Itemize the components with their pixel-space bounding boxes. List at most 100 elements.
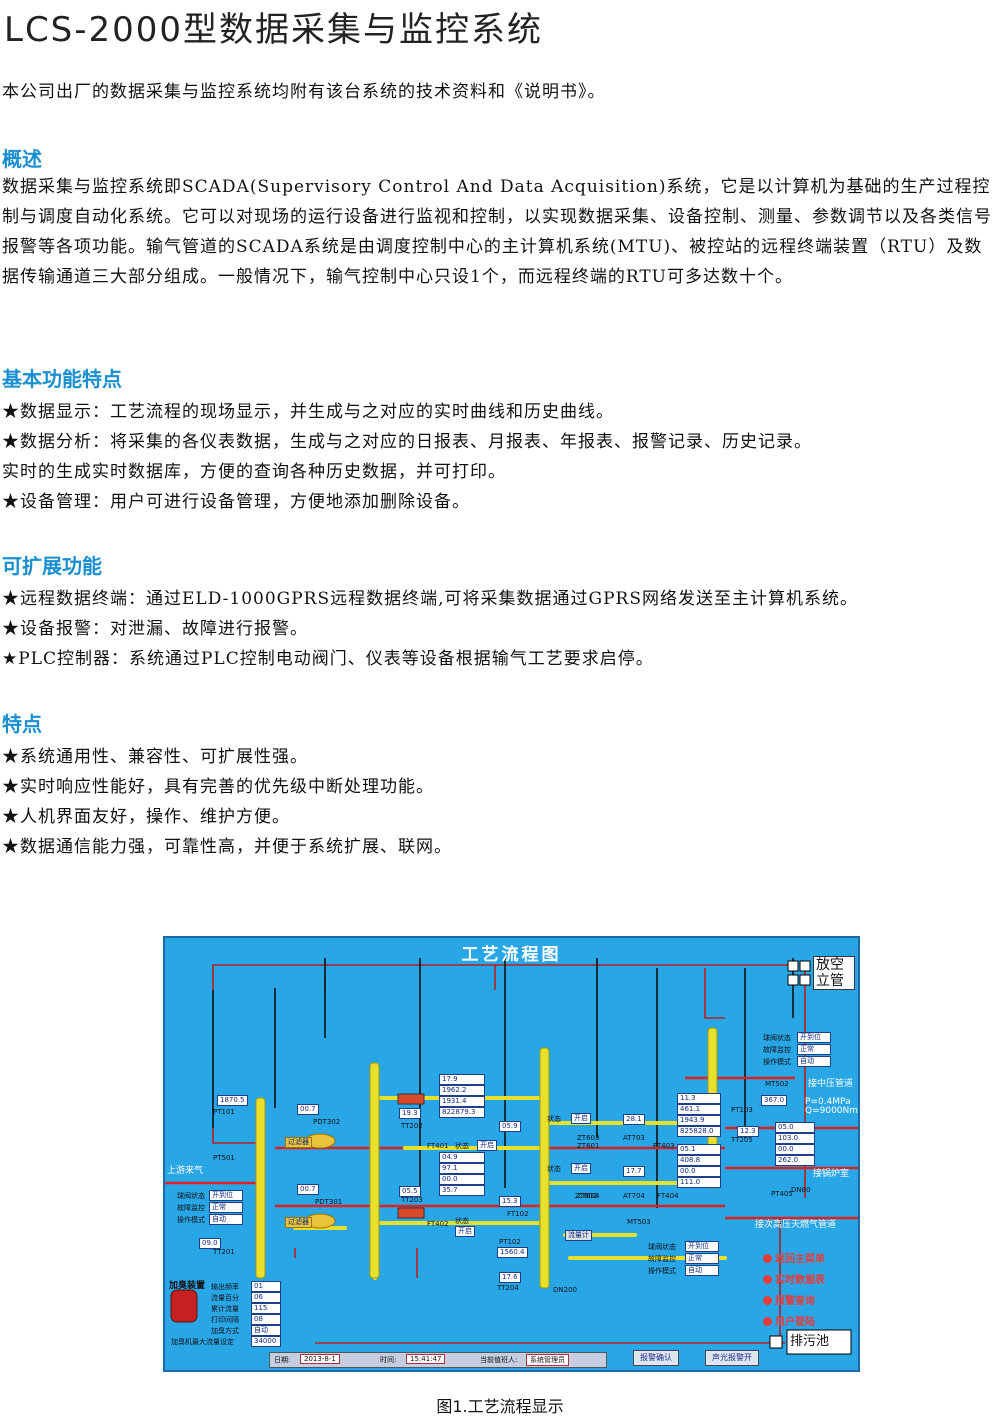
pt101-value: 1870.5: [217, 1095, 248, 1106]
page-title: LCS-2000型数据采集与监控系统: [4, 10, 544, 50]
to-hp-gas-label: 接次高压天燃气管道: [755, 1220, 837, 1230]
open-button[interactable]: 开启: [571, 1163, 591, 1174]
menu-alarm-query[interactable]: 报警查询: [763, 1292, 815, 1307]
extended-feature-item: ★远程数据终端：通过ELD-1000GPRS远程数据终端,可将采集数据通过GPR…: [2, 589, 858, 609]
operator-label: 当前值班人:: [480, 1356, 518, 1364]
basic-feature-item: ★数据显示：工艺流程的现场显示，并生成与之对应的实时曲线和历史曲线。: [2, 402, 614, 422]
meter-value: 408.8: [677, 1155, 721, 1166]
menu-realtime-data[interactable]: 实时数据表: [763, 1271, 825, 1286]
odor-param-label: 打印间隔: [211, 1316, 239, 1324]
flow-value: 17.9: [439, 1074, 485, 1085]
menu-bullet-icon: [763, 1296, 772, 1305]
instrument-tag: PT103: [731, 1106, 753, 1114]
ball-valve-value: 开到位: [209, 1190, 243, 1201]
open-button[interactable]: 开启: [477, 1140, 497, 1151]
filter-2-label: 过滤器: [285, 1217, 312, 1228]
boiler-value: 262.0: [775, 1155, 815, 1166]
overview-heading: 概述: [2, 147, 42, 171]
basic-feature-item: ★设备管理：用户可进行设备管理，方便地添加删除设备。: [2, 492, 470, 512]
instrument-tag: FT404: [657, 1192, 679, 1200]
odor-param-value: 01: [251, 1281, 281, 1292]
menu-user-login[interactable]: 用户登陆: [763, 1313, 815, 1328]
flow-value: 97.1: [439, 1163, 485, 1174]
ball-valve-label: 球阀状态: [763, 1034, 791, 1042]
instrument-tag: TT203: [401, 1196, 423, 1204]
status-bar: 日期: 2013-8-1 时间: 15:41:47 当前值班人: 系统管理员: [269, 1352, 607, 1368]
fault-label: 故障监控: [763, 1046, 791, 1054]
odor-param-label: 流量百分: [211, 1294, 239, 1302]
ball-valve-label: 球阀状态: [177, 1192, 205, 1200]
odor-param-label: 加臭方式: [211, 1327, 239, 1335]
menu-return-main[interactable]: 返回主菜单: [763, 1250, 825, 1265]
flow-value: 04.9: [439, 1152, 485, 1163]
instrument-tag: FT402: [427, 1220, 449, 1228]
odor-param-label: 输出频率: [211, 1283, 239, 1291]
instrument-tag: TT202: [401, 1122, 423, 1130]
instrument-tag: ZT601: [577, 1142, 600, 1150]
fault-label: 故障监控: [177, 1204, 205, 1212]
instrument-tag: AT704: [623, 1192, 645, 1200]
ball-valve-value: 开到位: [797, 1032, 831, 1043]
meter-value: 825828.0: [677, 1126, 721, 1137]
flow-value: 822879.3: [439, 1107, 485, 1118]
instrument-tag: PT405: [771, 1190, 793, 1198]
meter-value: 00.0: [677, 1166, 721, 1177]
flow-value: 15.3: [499, 1196, 521, 1207]
pt103-value: 367.0: [761, 1095, 788, 1106]
mode-label: 操作模式: [177, 1216, 205, 1224]
meter-value: 05.1: [677, 1144, 721, 1155]
odor-param-value: 08: [251, 1314, 281, 1325]
instrument-tag: PT501: [213, 1154, 235, 1162]
instrument-tag: PT101: [213, 1108, 235, 1116]
pdt302-value: 00.7: [297, 1104, 319, 1115]
figure-title: 工艺流程图: [461, 945, 562, 965]
odor-param-label: 累计流量: [211, 1305, 239, 1313]
state-label: 状态: [547, 1115, 561, 1123]
characteristic-item: ★实时响应性能好，具有完善的优先级中断处理功能。: [2, 777, 434, 797]
pressure-spec: P=0.4MPa: [805, 1097, 851, 1107]
open-button[interactable]: 开启: [455, 1226, 475, 1237]
time-value: 15:41:47: [406, 1354, 446, 1364]
instrument-tag: ZT602: [575, 1192, 598, 1200]
at704-value: 17.7: [623, 1166, 645, 1177]
pdt301-value: 00.7: [297, 1184, 319, 1195]
ball-valve-label: 球阀状态: [648, 1243, 676, 1251]
flow-spec: Q=9000Nm³/h: [805, 1106, 859, 1116]
fault-value: 正常: [209, 1202, 243, 1213]
sewage-pit-label: 排污池: [790, 1334, 830, 1349]
instrument-tag: PDT301: [315, 1198, 343, 1206]
characteristic-item: ★人机界面友好，操作、维护方便。: [2, 807, 290, 827]
meter-value: 1943.9: [677, 1115, 721, 1126]
state-label: 状态: [455, 1142, 469, 1150]
mode-value: 自动: [685, 1265, 719, 1276]
state-label: 状态: [547, 1165, 561, 1173]
at703-value: 28.1: [623, 1114, 645, 1125]
tt204-value: 17.6: [499, 1272, 521, 1283]
tt202-value: 19.3: [399, 1108, 421, 1119]
fault-label: 故障监控: [648, 1255, 676, 1263]
flow-value: 35.7: [439, 1185, 485, 1196]
open-button[interactable]: 开启: [571, 1113, 591, 1124]
filter-1-label: 过滤器: [285, 1137, 312, 1148]
instrument-tag: FT102: [507, 1210, 529, 1218]
mode-value: 自动: [209, 1214, 243, 1225]
instrument-tag: FT403: [653, 1142, 675, 1150]
menu-bullet-icon: [763, 1275, 772, 1284]
menu-bullet-icon: [763, 1317, 772, 1326]
odor-param-label: 加臭机最大流量设定: [171, 1338, 234, 1346]
boiler-value: 00.0: [775, 1144, 815, 1155]
extended-feature-item: ★设备报警：对泄漏、故障进行报警。: [2, 619, 308, 639]
tt203-value: 05.5: [399, 1186, 421, 1197]
date-label: 日期:: [274, 1356, 291, 1364]
tt201-value: 09.0: [199, 1238, 221, 1249]
time-label: 时间:: [380, 1356, 397, 1364]
instrument-tag: PDT302: [313, 1118, 341, 1126]
instrument-tag: DN200: [553, 1286, 577, 1294]
extended-feature-item: ★PLC控制器：系统通过PLC控制电动阀门、仪表等设备根据输气工艺要求启停。: [2, 649, 654, 669]
instrument-tag: ZT603: [577, 1134, 600, 1142]
instrument-tag: TT205: [731, 1136, 753, 1144]
characteristics-heading: 特点: [2, 712, 42, 736]
alarm-sound-button[interactable]: 声光报警开: [705, 1350, 759, 1366]
alarm-ack-button[interactable]: 报警确认: [633, 1350, 679, 1366]
flow-value: 1931.4: [439, 1096, 485, 1107]
